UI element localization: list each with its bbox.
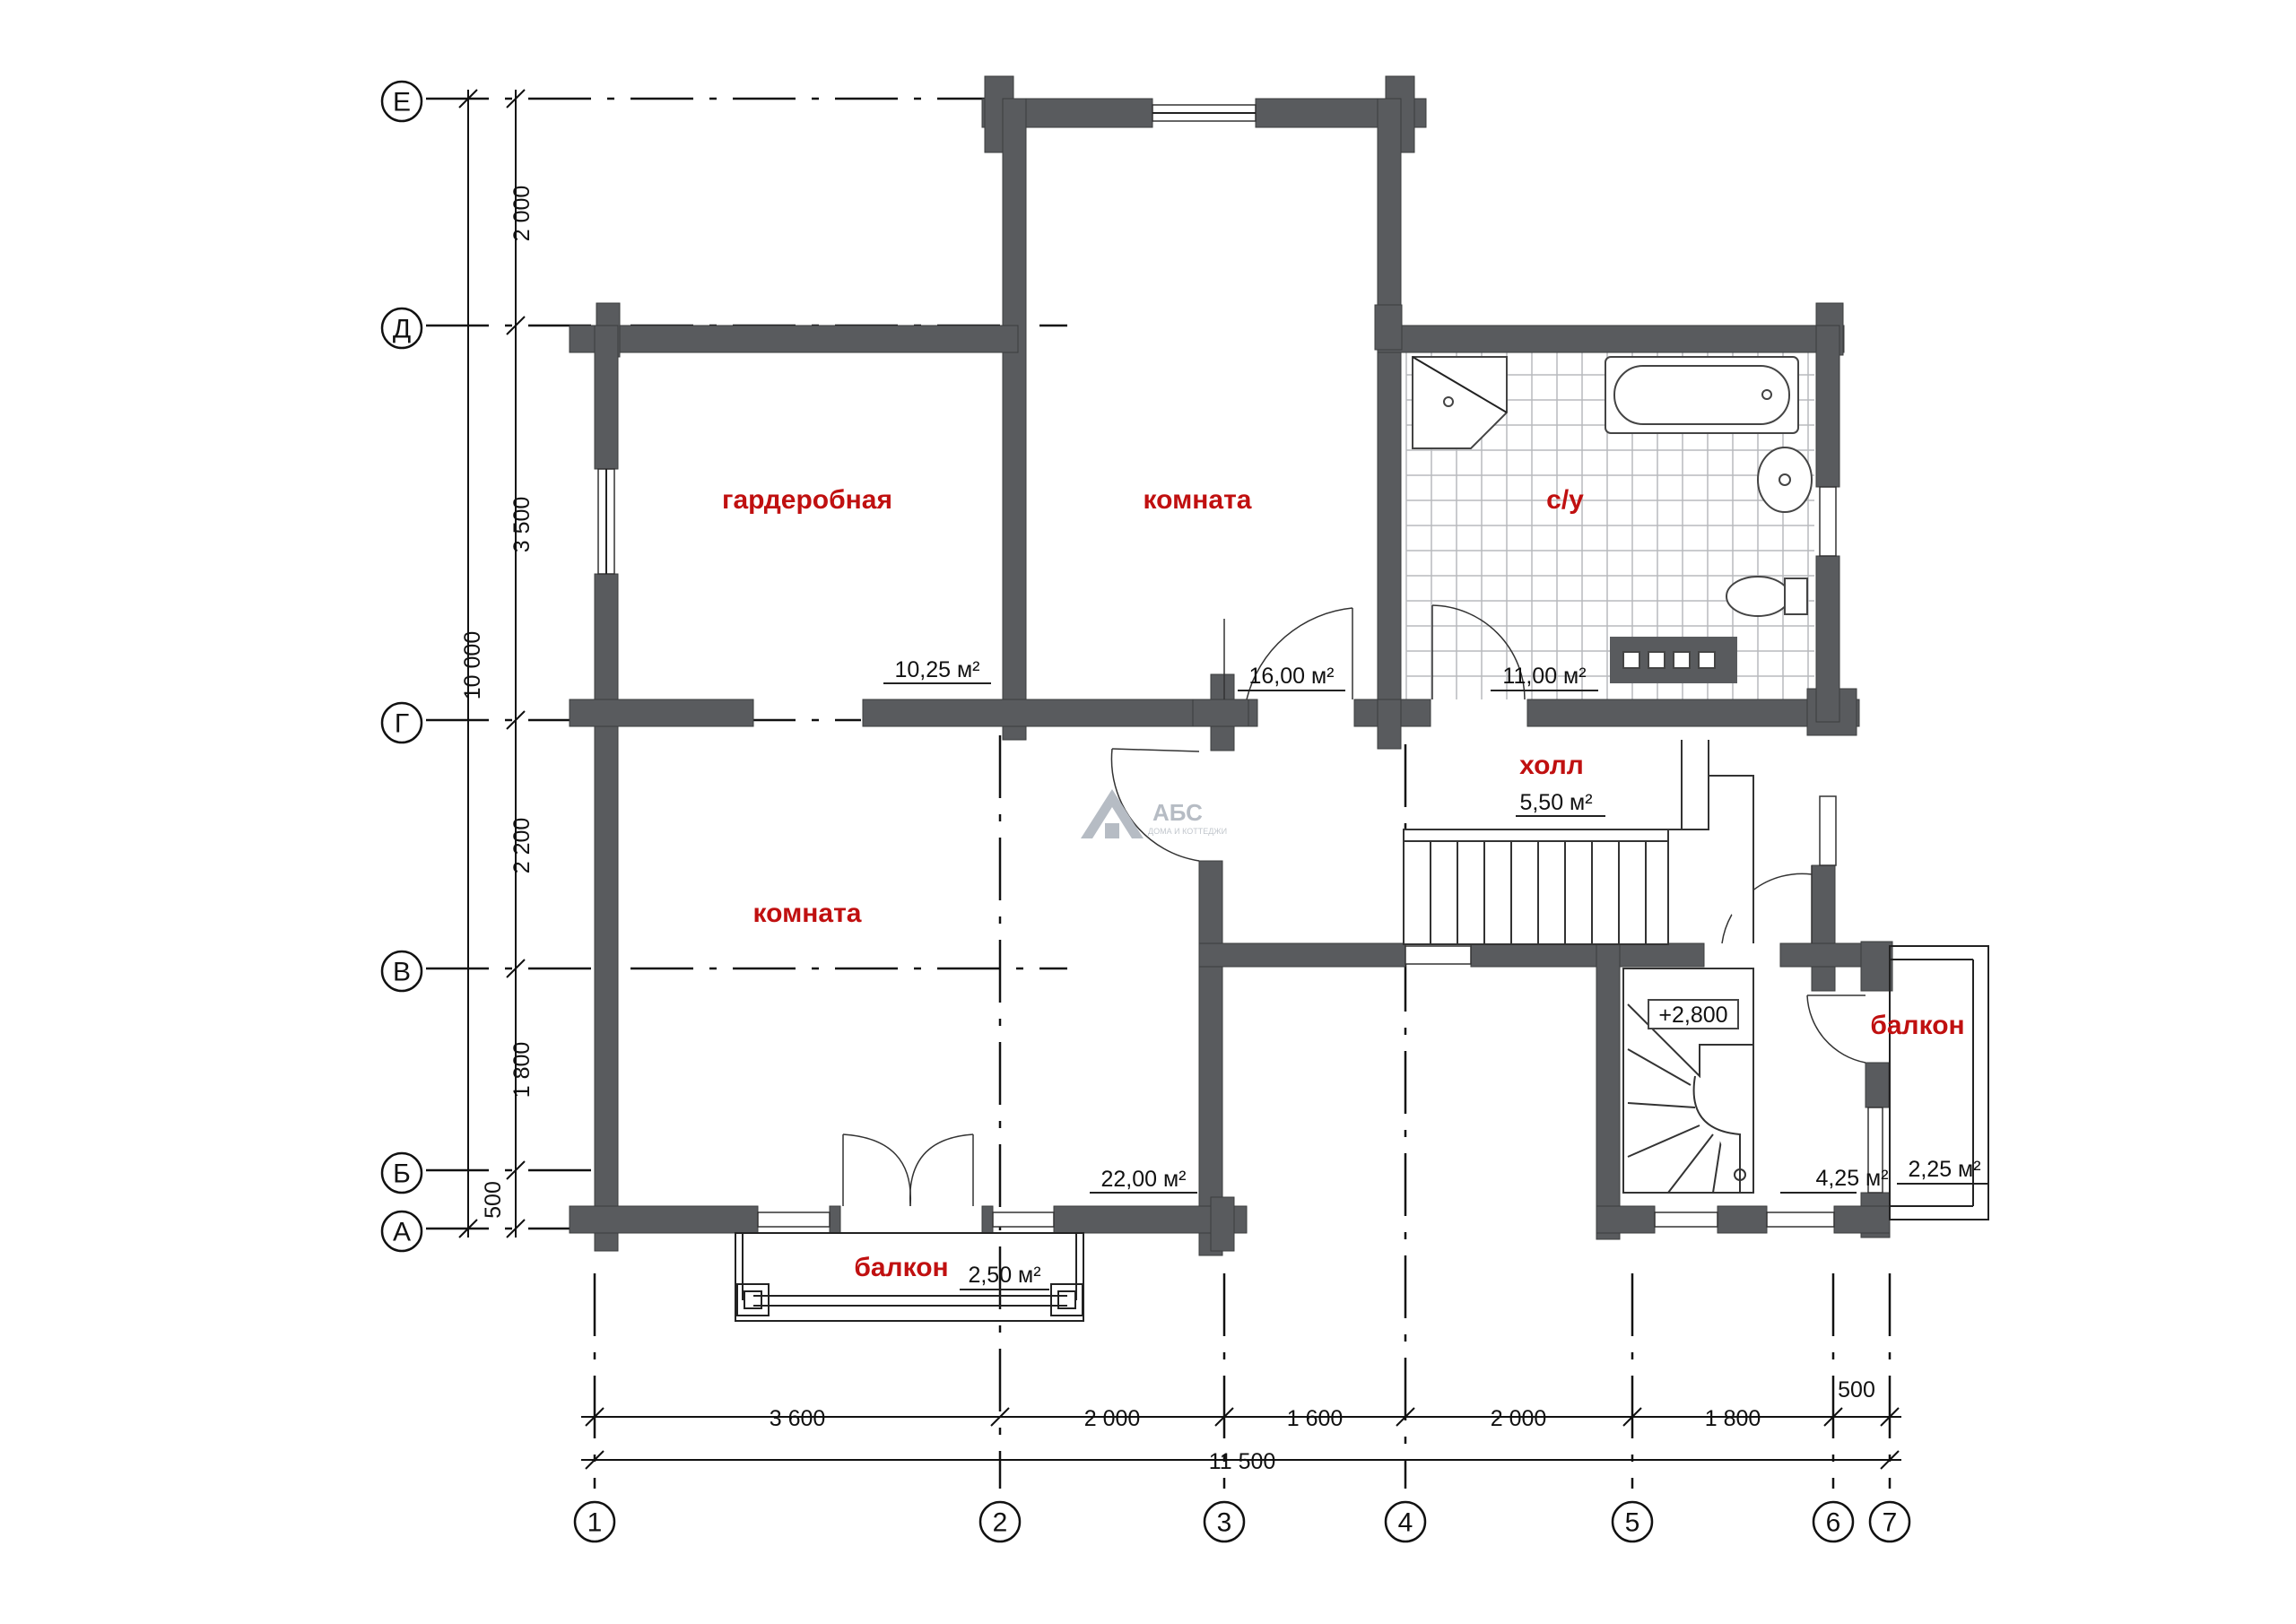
company-logo	[1081, 789, 1144, 838]
room-label-lower-room: комната	[753, 899, 862, 928]
bathroom-fixtures	[1412, 356, 1813, 683]
axis-col-5: 5	[1625, 1508, 1640, 1538]
windows	[597, 104, 1883, 1228]
axis-row-g: Г	[395, 709, 409, 739]
room-area-bathroom: 11,00 м²	[1502, 664, 1586, 689]
room-area-side-balcony: 2,25 м²	[1908, 1157, 1980, 1182]
room-label-front-balcony: балкон	[854, 1253, 948, 1282]
balcony-front	[735, 1232, 1084, 1322]
axis-row-b: Б	[393, 1159, 411, 1189]
logo-mark-icon	[1081, 789, 1144, 838]
room-area-front-balcony: 2,50 м²	[968, 1263, 1040, 1288]
axis-row-d: Д	[393, 315, 411, 344]
axis-col-1: 1	[587, 1508, 603, 1538]
spiral-stair	[1622, 968, 1754, 1194]
room-area-upper-room: 16,00 м²	[1248, 664, 1334, 689]
dim-vertical-1: 2 000	[509, 186, 535, 242]
walls	[569, 75, 1893, 1256]
dim-vertical-2: 3 500	[509, 497, 535, 553]
logo-subtitle: ДОМА И КОТТЕДЖИ	[1148, 827, 1227, 836]
dim-vertical-5: 500	[481, 1181, 506, 1219]
dim-horizontal-total: 11 500	[1209, 1449, 1276, 1474]
axis-row-e: Е	[393, 88, 411, 117]
axis-col-4: 4	[1398, 1508, 1413, 1538]
logo-title: АБС	[1152, 799, 1203, 826]
level-mark: +2,800	[1658, 1003, 1727, 1028]
level-mark-box	[1648, 999, 1739, 1029]
room-area-stair-room: 4,25 м²	[1815, 1166, 1888, 1191]
shower-tray	[1412, 356, 1508, 449]
dim-horizontal-5: 1 800	[1705, 1406, 1761, 1431]
dim-vertical-4: 1 800	[509, 1042, 535, 1099]
dim-vertical-total: 10 000	[460, 631, 485, 699]
horizontal-dimensions	[581, 1394, 1901, 1470]
vertical-dimensions	[458, 89, 526, 1238]
axis-col-6: 6	[1826, 1508, 1841, 1538]
dim-vertical-3: 2 200	[509, 818, 535, 874]
room-area-hall: 5,50 м²	[1519, 790, 1592, 815]
toilet	[1726, 576, 1790, 617]
dim-horizontal-4: 2 000	[1491, 1406, 1547, 1431]
axis-col-3: 3	[1217, 1508, 1232, 1538]
hall-stairs	[1403, 740, 1754, 945]
room-area-wardrobe: 10,25 м²	[894, 657, 979, 682]
dim-horizontal-6: 500	[1838, 1377, 1875, 1403]
dim-horizontal-3: 1 600	[1287, 1406, 1344, 1431]
room-label-upper-room: комната	[1144, 485, 1252, 515]
axis-row-a: А	[393, 1218, 411, 1247]
axis-col-2: 2	[993, 1508, 1008, 1538]
axis-row-v: В	[393, 958, 411, 987]
axis-lines	[426, 97, 1892, 1489]
room-label-side-balcony: балкон	[1870, 1011, 1964, 1040]
bathtub-inner	[1613, 365, 1790, 425]
doors	[842, 604, 1866, 1207]
toilet-tank	[1784, 578, 1808, 615]
row-axis-bubbles: Е Д Г В Б А	[380, 80, 423, 1253]
column-axis-bubbles: 1 2 3 4 5 6 7	[573, 1500, 1911, 1543]
room-label-wardrobe: гардеробная	[722, 485, 892, 515]
dim-horizontal-1: 3 600	[770, 1406, 826, 1431]
room-area-lower-room: 22,00 м²	[1100, 1167, 1186, 1192]
room-label-hall: холл	[1519, 751, 1584, 780]
axis-col-7: 7	[1883, 1508, 1898, 1538]
balcony-side	[1889, 945, 1989, 1220]
dim-horizontal-2: 2 000	[1084, 1406, 1141, 1431]
room-label-bathroom: с/у	[1546, 485, 1584, 515]
